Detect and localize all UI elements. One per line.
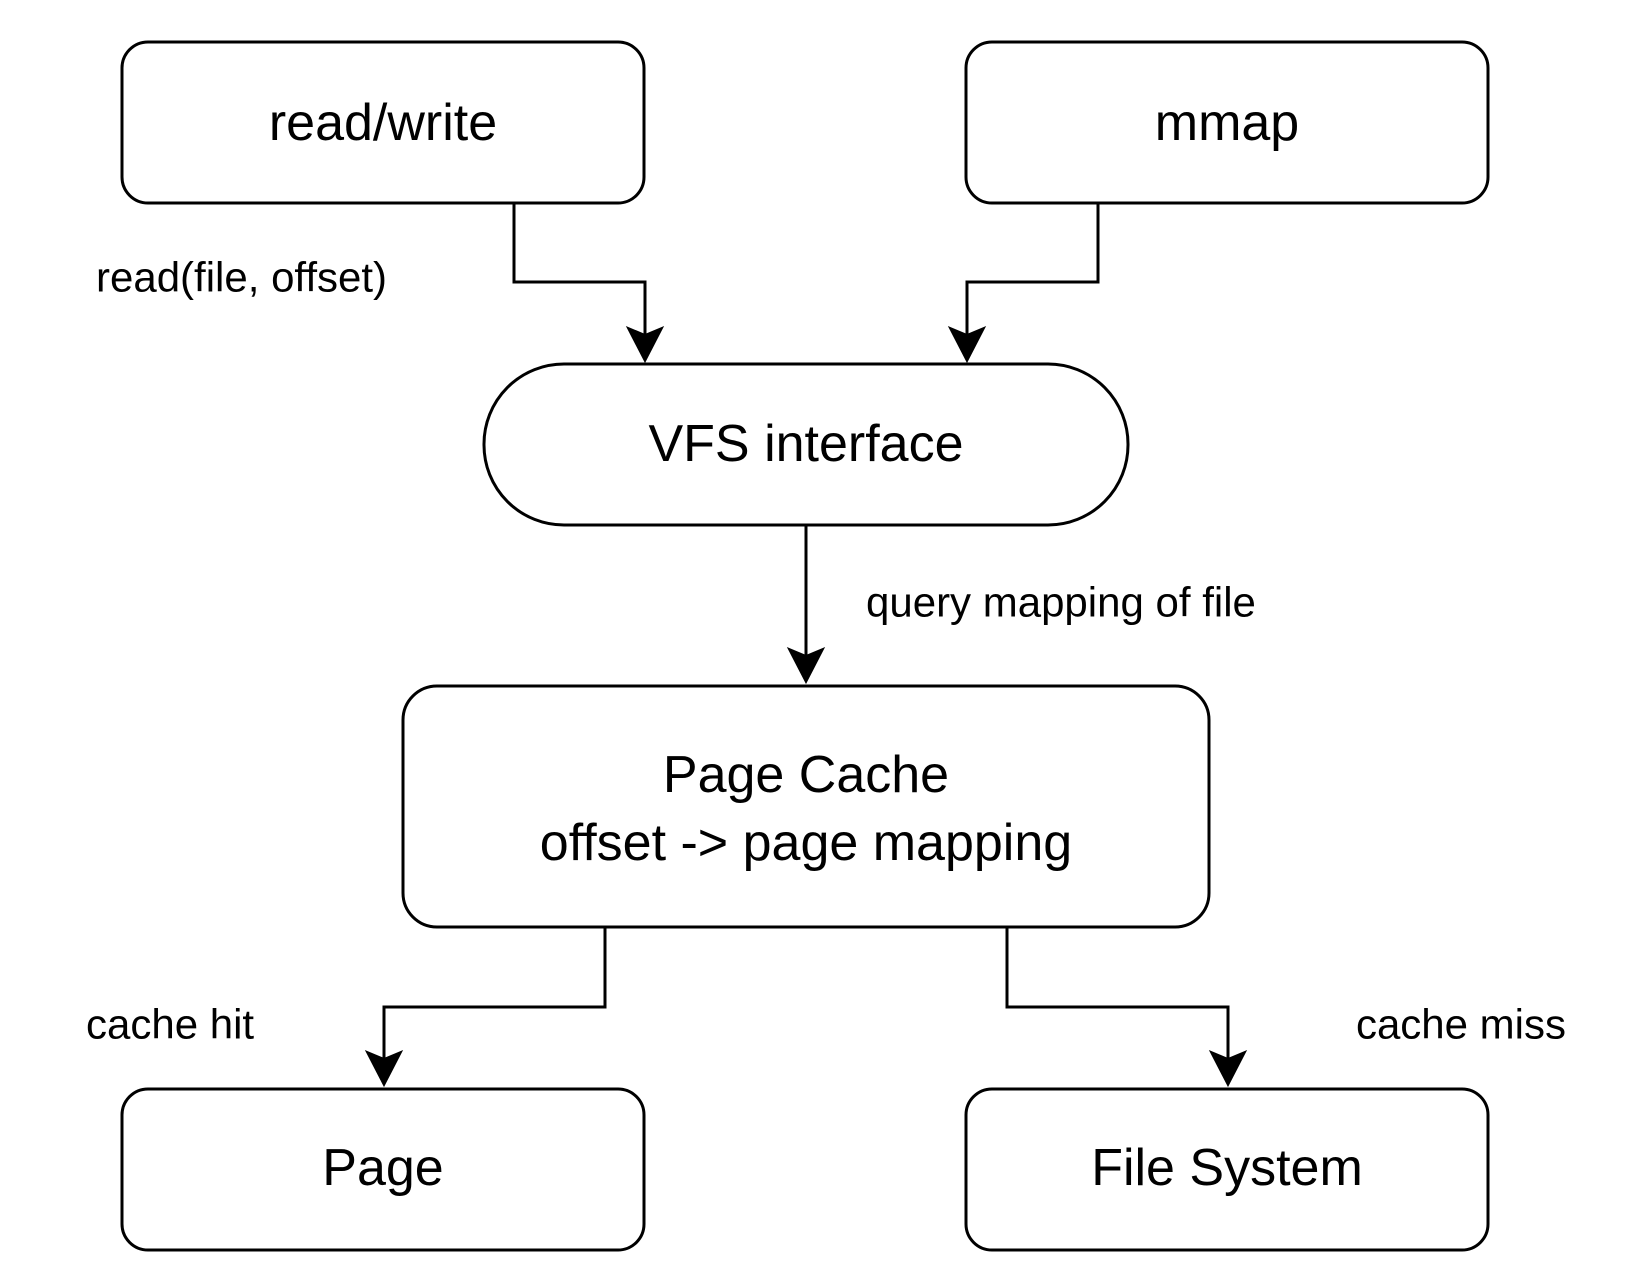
edge-line <box>1005 927 1230 1068</box>
edge-mmap-to-vfs <box>947 203 1100 364</box>
edge-label-cache-hit: cache hit <box>86 1001 254 1048</box>
node-page: Page <box>120 1087 646 1252</box>
edge-label-cache-miss: cache miss <box>1356 1001 1566 1048</box>
edge-page-cache-to-file-system <box>1005 927 1248 1088</box>
node-box <box>120 40 646 205</box>
node-page-cache: Page Cache offset -> page mapping <box>401 684 1211 929</box>
node-label: read/write <box>269 94 497 152</box>
node-vfs-interface: VFS interface <box>482 362 1130 527</box>
node-read-write: read/write <box>120 40 646 205</box>
arrowhead <box>786 647 826 685</box>
node-file-system: File System <box>964 1087 1490 1252</box>
arrowhead <box>364 1050 404 1088</box>
arrowhead <box>947 326 987 364</box>
node-label-subtitle: offset -> page mapping <box>540 814 1072 872</box>
edge-line <box>512 203 647 344</box>
node-box <box>482 362 1130 527</box>
node-label-title: Page Cache <box>663 746 949 804</box>
edge-label-read-file-offset: read(file, offset) <box>96 254 387 301</box>
edge-label-query-mapping: query mapping of file <box>866 579 1256 626</box>
node-label: mmap <box>1155 94 1299 152</box>
edge-vfs-to-page-cache <box>786 525 826 685</box>
node-box <box>401 684 1211 929</box>
node-box <box>964 1087 1490 1252</box>
node-box <box>964 40 1490 205</box>
edge-read-write-to-vfs <box>512 203 665 364</box>
node-label: File System <box>1091 1139 1363 1197</box>
edge-line <box>965 203 1100 344</box>
node-label: Page <box>322 1139 443 1197</box>
arrowhead <box>1208 1050 1248 1088</box>
edge-page-cache-to-page <box>364 927 607 1088</box>
edge-line <box>382 927 607 1068</box>
node-mmap: mmap <box>964 40 1490 205</box>
node-box <box>120 1087 646 1252</box>
node-label: VFS interface <box>648 415 963 473</box>
arrowhead <box>625 326 665 364</box>
